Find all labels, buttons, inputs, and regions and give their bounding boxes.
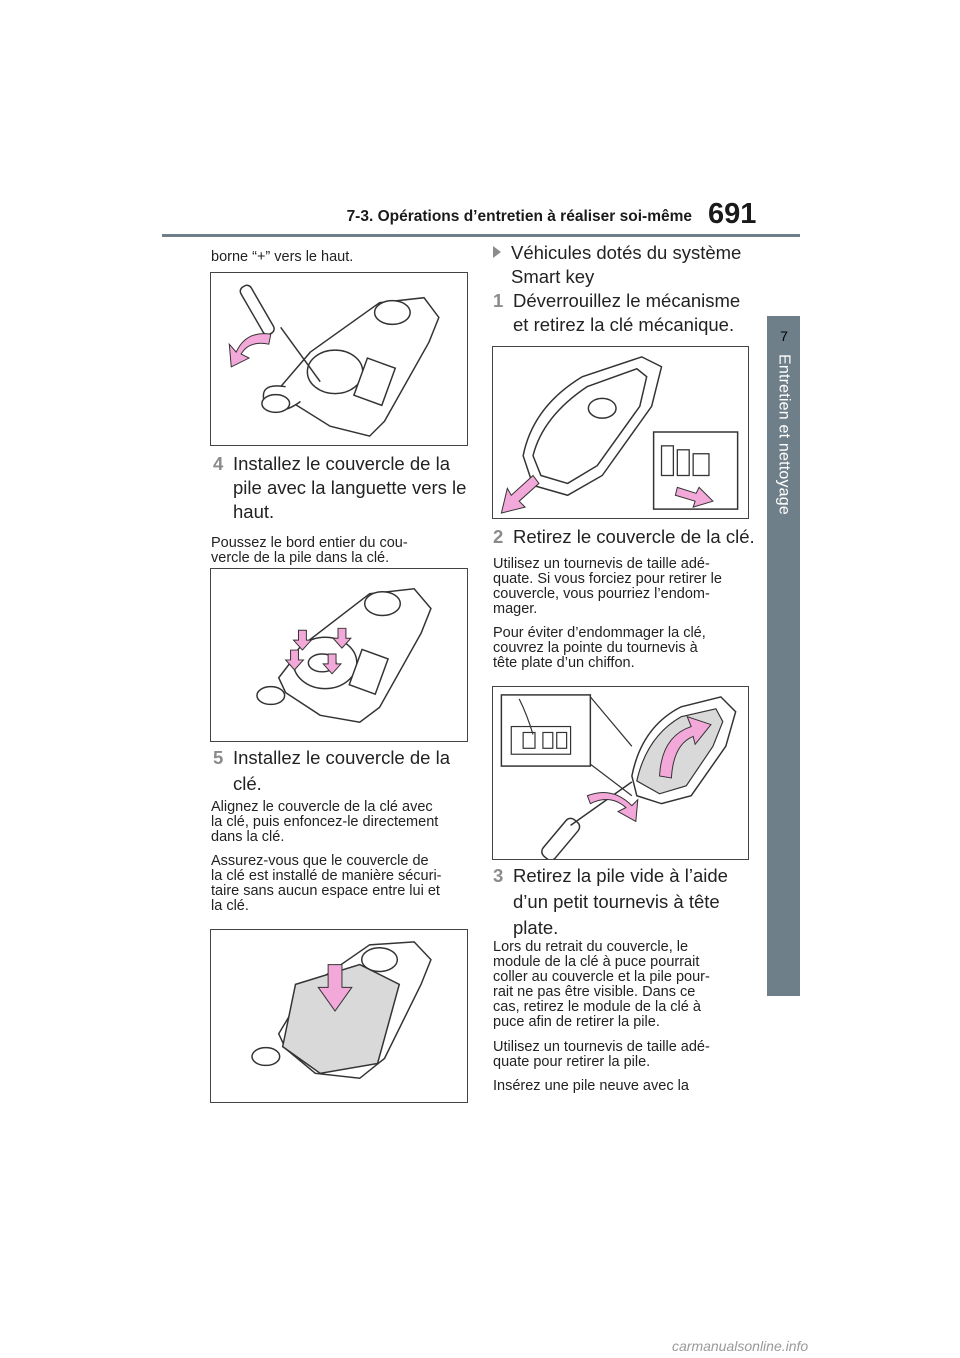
key-cover-illustration: [251, 941, 432, 1080]
rotate-circular-arrow-icon: [586, 791, 639, 823]
chapter-side-tab: [767, 316, 800, 996]
step-5-note-1-line-2: la clé, puis enfoncez-le directement: [211, 814, 439, 830]
step-3-note-1-line-2: module de la clé à puce pourrait: [493, 954, 700, 970]
step-3-note-2-line-2: quate pour retirer la pile.: [493, 1054, 651, 1070]
step-2-note-2-line-1: Pour éviter d’endommager la clé,: [493, 625, 706, 641]
subheading-bullet-icon: [493, 246, 501, 258]
curved-up-arrow-icon: [659, 715, 712, 779]
subheading-line-1: Véhicules dotés du système: [511, 242, 742, 263]
step-5-note-1-line-3: dans la clé.: [211, 829, 285, 845]
step-2-note-1-line-3: couvercle, vous pourriez l’endom-: [493, 586, 710, 602]
intro-text: borne “+” vers le haut.: [211, 249, 354, 265]
step-4-note-line-1: Poussez le bord entier du cou-: [211, 535, 408, 551]
step-3-note-1-line-5: cas, retirez le module de la clé à: [493, 999, 701, 1015]
subheading: Véhicules dotés du système Smart key: [511, 241, 761, 289]
step-4-number: 4: [213, 453, 224, 474]
battery-cover-illustration: [256, 587, 432, 724]
cover-removal-illustration: [500, 694, 737, 859]
chapter-label: Entretien et nettoyage: [775, 354, 793, 515]
step-2-note-1: Utilisez un tournevis de taille adé- qua…: [493, 557, 722, 617]
step-2-line-1: Retirez le couvercle de la clé.: [513, 526, 755, 547]
step-3-note-3: Insérez une pile neuve avec la: [493, 1079, 689, 1094]
step-5-note-2: Assurez-vous que le couvercle de la clé …: [211, 854, 442, 914]
step-3-note-1-line-6: puce afin de retirer la pile.: [493, 1014, 660, 1030]
step-3-line-3: plate.: [513, 917, 559, 938]
step-3-note-1: Lors du retrait du couvercle, le module …: [493, 940, 710, 1030]
step-3-note-3-line-1: Insérez une pile neuve avec la: [493, 1078, 689, 1094]
figure-battery-cover-install: [210, 568, 468, 742]
step-5-line-1: Installez le couvercle de la: [233, 747, 450, 768]
step-2-note-2-line-2: couvrez la pointe du tournevis à: [493, 640, 698, 656]
key-screwdriver-illustration: [228, 284, 440, 437]
figure-mechanical-key-removal: [492, 346, 749, 519]
down-arrow-icon: [317, 964, 353, 1012]
step-3-note-1-line-3: coller au couvercle et la pile pour-: [493, 969, 710, 985]
subheading-line-2: Smart key: [511, 266, 595, 287]
step-3-line-2: d’un petit tournevis à tête: [513, 891, 720, 912]
step-2-note-1-line-2: quate. Si vous forciez pour retirer le: [493, 571, 722, 587]
rotate-arrow-icon: [228, 333, 272, 368]
step-3-note-2: Utilisez un tournevis de taille adé- qua…: [493, 1040, 710, 1070]
step-5-number: 5: [213, 747, 224, 768]
step-1-line-1: Déverrouillez le mécanisme: [513, 290, 741, 311]
step-1: 1 Déverrouillez le mécanisme et retirez …: [493, 289, 763, 337]
chapter-number: 7: [780, 328, 788, 344]
step-3-line-1: Retirez la pile vide à l’aide: [513, 865, 728, 886]
section-title: 7-3. Opérations d’entretien à réaliser s…: [346, 208, 692, 225]
step-1-number: 1: [493, 290, 504, 311]
step-5-note-1-line-1: Alignez le couvercle de la clé avec: [211, 799, 433, 815]
step-1-line-2: et retirez la clé mécanique.: [513, 314, 735, 335]
right-arrow-icon: [674, 486, 714, 508]
header-rule: [162, 234, 800, 237]
smart-key-illustration: [500, 356, 739, 514]
step-2-note-2: Pour éviter d’endommager la clé, couvrez…: [493, 626, 706, 671]
figure-battery-removal: [210, 272, 468, 446]
step-4-line-3: haut.: [233, 501, 275, 522]
page-number: 691: [708, 198, 757, 230]
step-4-line-1: Installez le couvercle de la: [233, 453, 450, 474]
step-5-line-2: clé.: [233, 773, 262, 794]
figure-key-cover-install: [210, 929, 468, 1103]
step-5-note-2-line-2: la clé est installé de manière sécuri-: [211, 868, 442, 884]
step-2-note-1-line-1: Utilisez un tournevis de taille adé-: [493, 556, 710, 572]
step-5-note-2-line-4: la clé.: [211, 898, 249, 914]
step-3-number: 3: [493, 865, 504, 886]
figure-key-cover-removal: [492, 686, 749, 860]
step-4-line-2: pile avec la languette vers le: [233, 477, 467, 498]
step-5-note-1: Alignez le couvercle de la clé avec la c…: [211, 800, 438, 845]
step-2-number: 2: [493, 526, 504, 547]
step-5-note-2-line-3: taire sans aucun espace entre lui et: [211, 883, 440, 899]
step-3: 3 Retirez la pile vide à l’aide d’un pet…: [493, 864, 763, 938]
step-2-note-1-line-4: mager.: [493, 601, 538, 617]
step-2: 2 Retirez le couvercle de la clé.: [493, 525, 763, 549]
step-4: 4 Installez le couvercle de la pile avec…: [213, 452, 473, 524]
step-4-note-line-2: vercle de la pile dans la clé.: [211, 550, 390, 566]
step-2-note-2-line-3: tête plate d’un chiffon.: [493, 655, 635, 671]
step-3-note-1-line-4: rait ne pas être visible. Dans ce: [493, 984, 696, 1000]
step-4-note: Poussez le bord entier du cou- vercle de…: [211, 536, 408, 566]
step-3-note-2-line-1: Utilisez un tournevis de taille adé-: [493, 1039, 710, 1055]
down-left-arrow-icon: [500, 474, 540, 514]
footer-watermark: carmanualsonline.info: [672, 1338, 809, 1354]
step-5-note-2-line-1: Assurez-vous que le couvercle de: [211, 853, 429, 869]
step-3-note-1-line-1: Lors du retrait du couvercle, le: [493, 939, 689, 955]
step-5: 5 Installez le couvercle de la clé.: [213, 746, 473, 794]
